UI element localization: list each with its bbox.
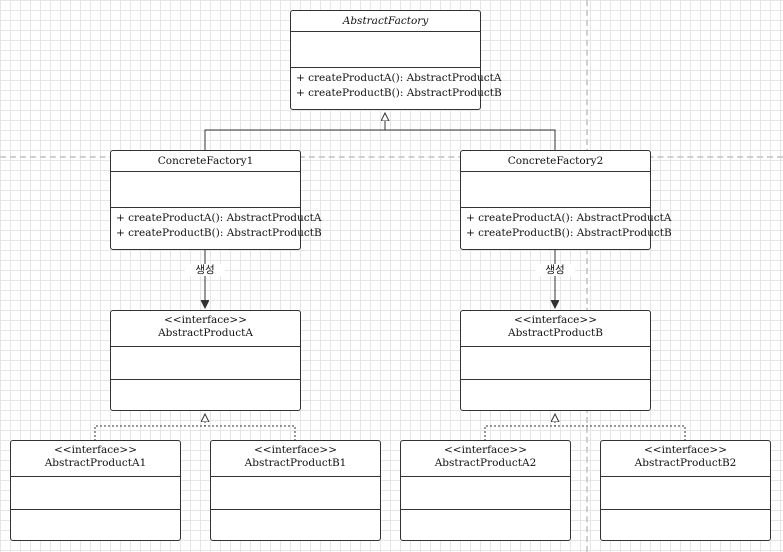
- stereotype: <<interface>>: [53, 444, 137, 456]
- attributes-section: [601, 476, 770, 509]
- operation: + createProductB(): AbstractProductB: [466, 226, 672, 239]
- operations-section: [11, 509, 180, 540]
- realization-edge-b1: [205, 425, 296, 441]
- realization-edge-b2: [555, 425, 686, 441]
- stereotype: <<interface>>: [253, 444, 337, 456]
- class-name: AbstractProductA1: [44, 457, 147, 469]
- class-header: <<interface>> AbstractProductA1: [11, 444, 180, 476]
- edge-label-creates-a: 생성: [185, 264, 225, 276]
- operation: + createProductB(): AbstractProductB: [116, 226, 322, 239]
- stereotype: <<interface>>: [163, 314, 247, 326]
- class-name: AbstractProductB: [508, 327, 603, 339]
- operation: + createProductA(): AbstractProductA: [466, 212, 672, 224]
- realization-edge-a2: [484, 414, 555, 441]
- attributes-section: [11, 476, 180, 509]
- operations-section: + createProductA(): AbstractProductA + c…: [291, 67, 502, 109]
- operation: + createProductA(): AbstractProductA: [296, 72, 502, 84]
- stereotype: <<interface>>: [513, 314, 597, 326]
- class-abstract-product-b2[interactable]: <<interface>> AbstractProductB2: [600, 440, 771, 541]
- operations-section: + createProductA(): AbstractProductA + c…: [111, 207, 322, 249]
- operations-section: [461, 379, 650, 410]
- class-abstract-factory[interactable]: AbstractFactory + createProductA(): Abst…: [290, 10, 502, 110]
- interface-abstract-product-b[interactable]: <<interface>> AbstractProductB: [460, 310, 651, 411]
- operations-section: [111, 379, 300, 410]
- attributes-section: [461, 171, 650, 207]
- realization-edge-a1: [94, 414, 205, 441]
- attributes-section: [291, 31, 480, 67]
- class-concrete-factory-1[interactable]: ConcreteFactory1 + createProductA(): Abs…: [110, 150, 322, 250]
- class-name: AbstractProductA2: [434, 457, 537, 469]
- stereotype: <<interface>>: [643, 444, 727, 456]
- class-name: AbstractFactory: [342, 15, 429, 27]
- operations-section: [601, 509, 770, 540]
- class-name: AbstractProductB1: [244, 457, 347, 469]
- class-abstract-product-a2[interactable]: <<interface>> AbstractProductA2: [400, 440, 571, 541]
- generalization-edge-factory1: [204, 113, 385, 151]
- class-header: <<interface>> AbstractProductA: [111, 314, 300, 346]
- class-header: <<interface>> AbstractProductB1: [211, 444, 380, 476]
- operation: + createProductB(): AbstractProductB: [296, 86, 502, 99]
- generalization-edge-factory2: [385, 129, 556, 151]
- operation: + createProductA(): AbstractProductA: [116, 212, 322, 224]
- class-header: <<interface>> AbstractProductB2: [601, 444, 770, 476]
- attributes-section: [111, 171, 300, 207]
- edge-label-creates-b: 생성: [535, 264, 575, 276]
- class-header: <<interface>> AbstractProductA2: [401, 444, 570, 476]
- attributes-section: [401, 476, 570, 509]
- class-name: ConcreteFactory1: [157, 155, 254, 167]
- attributes-section: [211, 476, 380, 509]
- attributes-section: [111, 346, 300, 379]
- operations-section: + createProductA(): AbstractProductA + c…: [461, 207, 672, 249]
- class-abstract-product-a1[interactable]: <<interface>> AbstractProductA1: [10, 440, 181, 541]
- layout-guide-vertical: [586, 0, 588, 552]
- class-name: ConcreteFactory2: [507, 155, 604, 167]
- operations-section: [211, 509, 380, 540]
- stereotype: <<interface>>: [443, 444, 527, 456]
- class-abstract-product-b1[interactable]: <<interface>> AbstractProductB1: [210, 440, 381, 541]
- class-concrete-factory-2[interactable]: ConcreteFactory2 + createProductA(): Abs…: [460, 150, 672, 250]
- class-name: AbstractProductB2: [634, 457, 737, 469]
- operations-section: [401, 509, 570, 540]
- interface-abstract-product-a[interactable]: <<interface>> AbstractProductA: [110, 310, 301, 411]
- attributes-section: [461, 346, 650, 379]
- class-name: AbstractProductA: [158, 327, 253, 339]
- class-header: <<interface>> AbstractProductB: [461, 314, 650, 346]
- layout-guide-horizontal: [0, 156, 783, 158]
